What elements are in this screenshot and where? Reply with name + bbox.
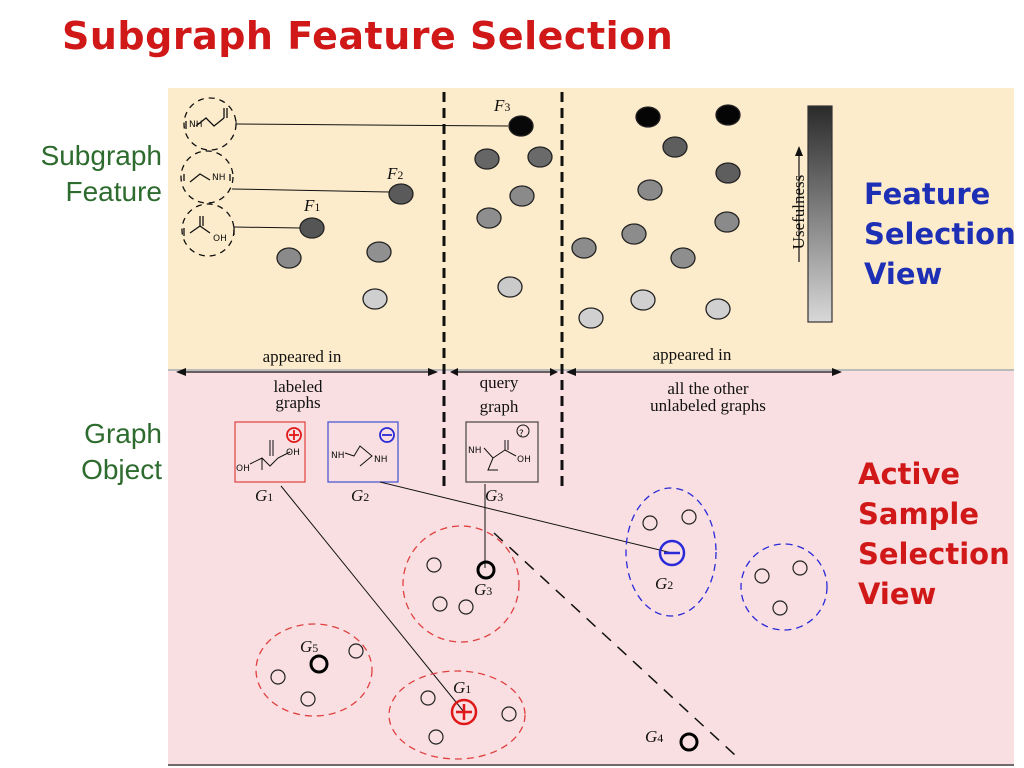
cluster-g2 <box>625 487 717 617</box>
atom-nh-g2b: NH <box>374 455 388 465</box>
node-u5 <box>637 179 663 201</box>
molecule-g1-box <box>234 421 306 483</box>
other-graphs-label: all the other unlabeled graphs <box>598 379 818 416</box>
label-g4-node: G4 <box>645 727 664 746</box>
node-q4 <box>476 207 502 229</box>
active-sample-view-label: Active Sample Selection View <box>858 454 1010 614</box>
label-g5-node: G5 <box>300 637 319 656</box>
subgraph-feature-f2-circle <box>180 150 234 204</box>
node-g2-minus <box>658 539 686 567</box>
cluster-g5 <box>255 623 373 717</box>
atom-q-g3: ? <box>519 429 524 439</box>
feature-view-line3: View <box>864 257 943 291</box>
node-u9 <box>670 247 696 269</box>
atom-oh-g1a: OH <box>236 464 250 474</box>
node-q3 <box>509 185 535 207</box>
atom-oh-g1b: OH <box>286 448 300 458</box>
decision-boundary <box>493 532 737 757</box>
subgraph-feature-label: Subgraph Feature <box>2 138 162 210</box>
node-u2 <box>715 104 741 126</box>
subgraph-feature-f1-circle <box>181 203 235 257</box>
node-g4 <box>679 732 699 752</box>
usefulness-gradient-bar <box>807 105 833 323</box>
cluster-g1 <box>388 670 526 760</box>
node-u12 <box>578 307 604 329</box>
active-view-line2: Sample <box>858 497 980 531</box>
active-view-line1: Active <box>858 457 961 491</box>
node-l2 <box>366 241 392 263</box>
node-g1-plus <box>450 698 478 726</box>
atom-oh-f1: OH <box>213 234 227 244</box>
label-f2: F2 <box>387 164 404 183</box>
node-u7 <box>621 223 647 245</box>
query-line2: graph <box>479 397 519 416</box>
usefulness-label: Usefulness <box>789 174 808 250</box>
label-f1: F1 <box>304 196 321 215</box>
active-view-line4: View <box>858 577 937 611</box>
appeared-in-right: appeared in <box>652 345 732 364</box>
cluster-blue-right <box>740 543 828 631</box>
other-line2: unlabeled graphs <box>650 396 766 415</box>
node-g5 <box>309 654 329 674</box>
other-line1: all the other <box>667 379 749 398</box>
node-f2 <box>388 183 414 205</box>
atom-oh-g3: OH <box>517 455 531 465</box>
plus-sign-icon <box>286 427 302 443</box>
minus-sign-icon <box>379 427 395 443</box>
node-u4 <box>715 162 741 184</box>
label-g3-box: G3 <box>485 486 504 505</box>
molecule-g3-box <box>465 421 539 483</box>
label-g2-node: G2 <box>655 574 674 593</box>
subgraph-feature-line2: Feature <box>65 176 163 207</box>
graph-object-line2: Object <box>81 454 162 485</box>
active-view-line3: Selection <box>858 537 1010 571</box>
molecule-g2-box <box>327 421 399 483</box>
cluster-g3 <box>402 525 520 643</box>
label-f3: F3 <box>494 96 511 115</box>
label-g3-node: G3 <box>474 580 493 599</box>
feature-view-line1: Feature <box>864 177 991 211</box>
node-g3 <box>476 560 496 580</box>
appeared-in-left: appeared in <box>262 347 342 366</box>
subgraph-feature-line1: Subgraph <box>40 140 162 171</box>
node-q1 <box>474 148 500 170</box>
node-f1 <box>299 217 325 239</box>
atom-nh-g3: NH <box>468 446 482 456</box>
label-g1-box: G1 <box>255 486 274 505</box>
atom-nh-f2: NH <box>212 173 226 183</box>
labeled-graphs-label: labeled graphs <box>238 377 358 413</box>
atom-nh-g2a: NH <box>331 451 345 461</box>
page-title: Subgraph Feature Selection <box>62 14 674 58</box>
node-u10 <box>630 289 656 311</box>
graph-object-label: Graph Object <box>2 416 162 488</box>
node-u1 <box>635 106 661 128</box>
node-u8 <box>571 237 597 259</box>
node-u6 <box>714 211 740 233</box>
label-g1-node: G1 <box>453 678 472 697</box>
node-q2 <box>527 146 553 168</box>
label-g2-box: G2 <box>351 486 370 505</box>
labeled-line1: labeled <box>273 377 323 396</box>
feature-selection-view-label: Feature Selection View <box>864 174 1016 294</box>
feature-view-line2: Selection <box>864 217 1016 251</box>
node-f3 <box>508 115 534 137</box>
bottom-panel <box>168 370 1014 766</box>
node-l3 <box>362 288 388 310</box>
atom-nh-f3: NH <box>189 120 203 130</box>
labeled-line2: graphs <box>275 393 321 412</box>
node-q5 <box>497 276 523 298</box>
query-line1: query <box>479 373 519 392</box>
node-u11 <box>705 298 731 320</box>
graph-object-line1: Graph <box>84 418 162 449</box>
query-graph-label: query graph <box>454 373 544 417</box>
node-l1 <box>276 247 302 269</box>
node-u3 <box>662 136 688 158</box>
